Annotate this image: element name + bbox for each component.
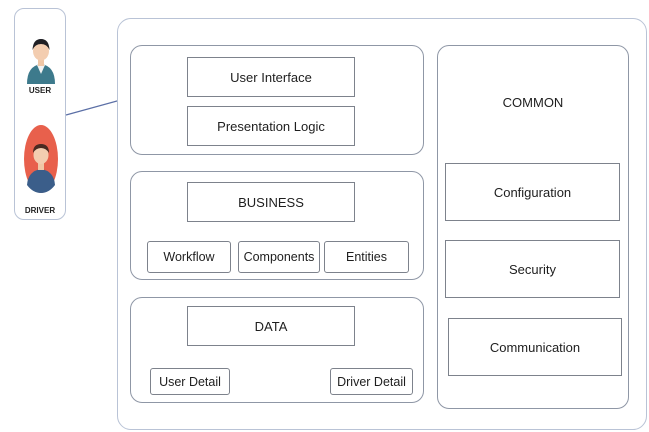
data-title-box: DATA [187, 306, 355, 346]
components-box: Components [238, 241, 320, 273]
workflow-box: Workflow [147, 241, 231, 273]
security-box: Security [445, 240, 620, 298]
presentation-logic-box: Presentation Logic [187, 106, 355, 146]
user-detail-box: User Detail [150, 368, 230, 395]
driver-avatar-icon [24, 125, 58, 193]
user-interface-box: User Interface [187, 57, 355, 97]
configuration-box: Configuration [445, 163, 620, 221]
entities-box: Entities [324, 241, 409, 273]
business-title-box: BUSINESS [187, 182, 355, 222]
common-title: COMMON [502, 94, 564, 110]
user-label: USER [28, 86, 52, 95]
communication-box: Communication [448, 318, 622, 376]
actors-panel: USER DRIVER [14, 8, 66, 220]
driver-label: DRIVER [24, 206, 56, 215]
driver-detail-box: Driver Detail [330, 368, 413, 395]
user-avatar-icon [27, 39, 55, 84]
